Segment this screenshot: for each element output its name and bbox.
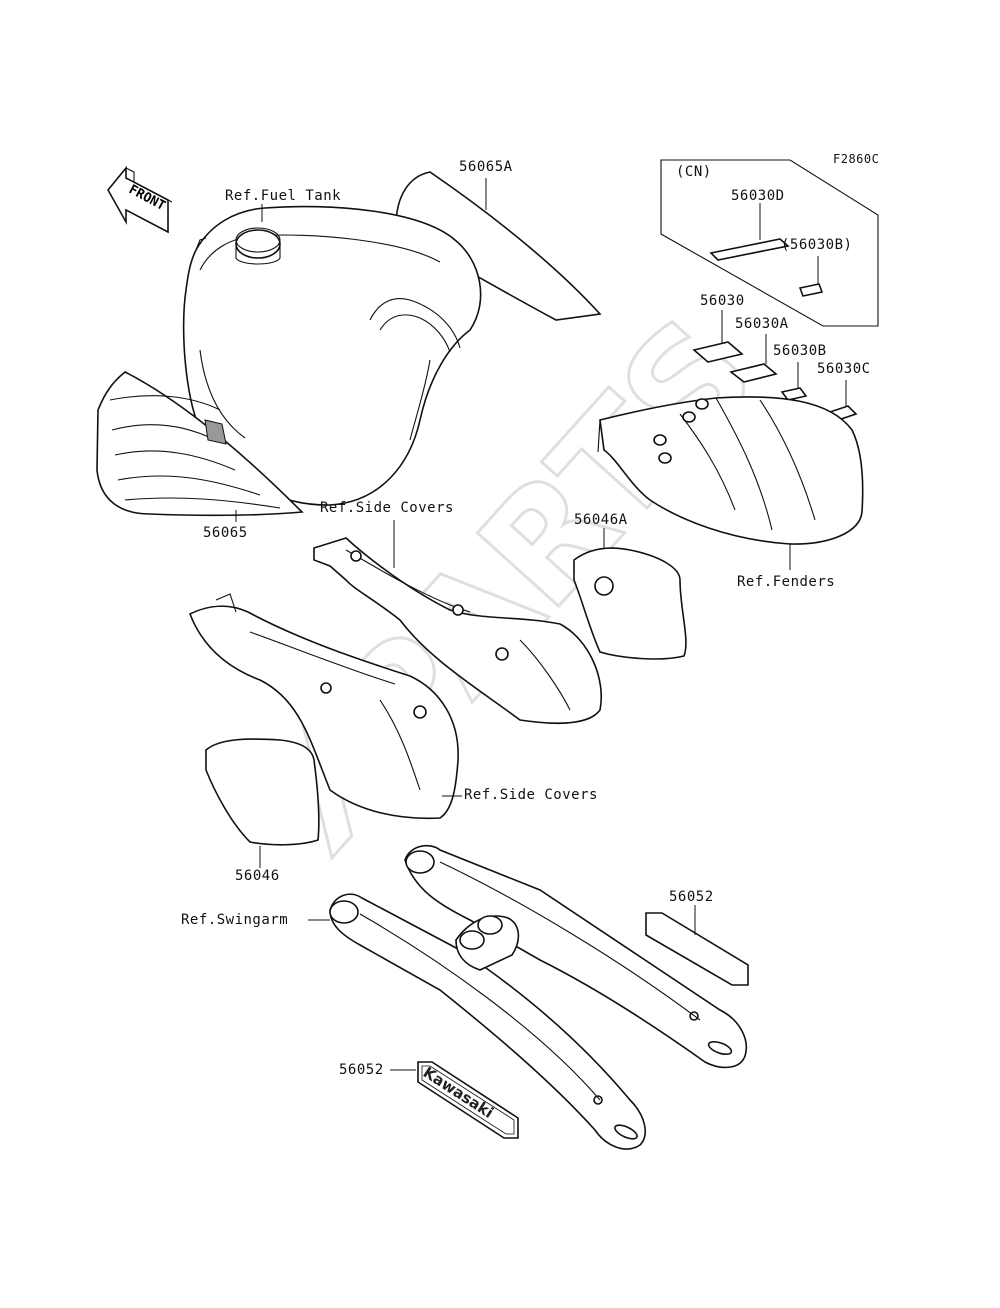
label-ref-side-covers-upper: Ref.Side Covers [320, 500, 454, 516]
cn-part-56030B: (56030B) [781, 237, 853, 253]
swingarm [329, 844, 747, 1150]
label-56052-right: 56052 [669, 889, 714, 905]
decal-56030D [709, 238, 790, 261]
label-56046A: 56046A [574, 512, 628, 528]
decal-56052-stripe [645, 912, 749, 986]
front-arrow-icon: FRONT [107, 165, 173, 234]
label-ref-side-covers-lower: Ref.Side Covers [464, 787, 598, 803]
cn-part-56030D: 56030D [731, 188, 785, 204]
cn-heading: (CN) [676, 164, 712, 180]
fuel-tank [182, 205, 482, 506]
label-56030A: 56030A [735, 316, 789, 332]
decal-56030 [692, 341, 744, 363]
decal-56046 [205, 738, 320, 846]
decal-56046A [573, 547, 687, 660]
rear-fender [597, 396, 864, 545]
label-56046: 56046 [235, 868, 280, 884]
label-ref-fenders: Ref.Fenders [737, 574, 836, 590]
label-56065A: 56065A [459, 159, 513, 175]
decal-56030A [729, 363, 778, 383]
decal-56030B [780, 387, 808, 401]
label-56030B: 56030B [773, 343, 827, 359]
kawasaki-logo-text: Kawasaki [420, 1063, 497, 1122]
label-ref-fuel-tank: Ref.Fuel Tank [225, 188, 342, 204]
label-56065: 56065 [203, 525, 248, 541]
decal-56030B-cn [798, 283, 824, 297]
side-cover-upper [313, 537, 602, 724]
side-cover-lower [188, 593, 459, 820]
decal-56065 [96, 371, 304, 517]
label-56052-left: 56052 [339, 1062, 384, 1078]
label-56030: 56030 [700, 293, 745, 309]
cn-box [660, 159, 879, 327]
figure-code: F2860C [833, 152, 880, 166]
kawasaki-logo-decal: Kawasaki [417, 1061, 519, 1139]
label-ref-swingarm: Ref.Swingarm [181, 912, 289, 928]
label-56030C: 56030C [817, 361, 871, 377]
